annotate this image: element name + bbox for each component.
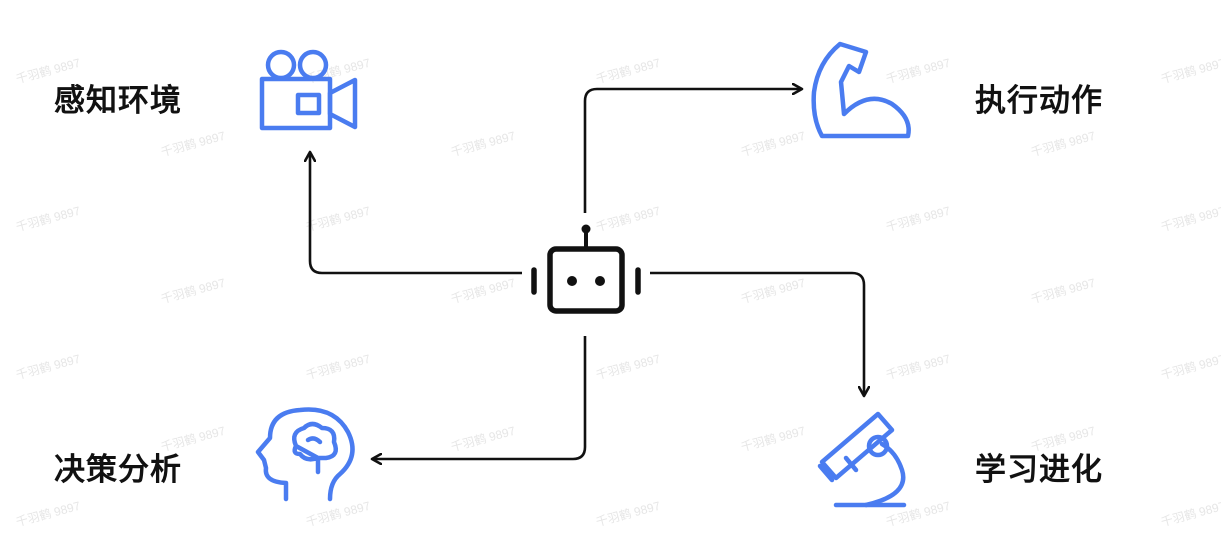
label-execute-action: 执行动作 — [975, 83, 1103, 119]
label-perceive-environment: 感知环境 — [54, 83, 182, 119]
label-learn-evolve: 学习进化 — [975, 452, 1103, 488]
connector-to-perceive — [310, 152, 522, 275]
connector-to-execute — [583, 89, 802, 213]
microscope-icon — [817, 411, 907, 508]
robot-icon — [531, 224, 641, 314]
connector-to-learn — [650, 271, 864, 396]
video-camera-icon — [259, 49, 358, 131]
flexed-arm-icon — [811, 41, 911, 139]
connector-to-decide — [372, 336, 587, 459]
label-decision-analysis: 决策分析 — [54, 452, 182, 488]
brain-head-icon — [255, 407, 355, 502]
